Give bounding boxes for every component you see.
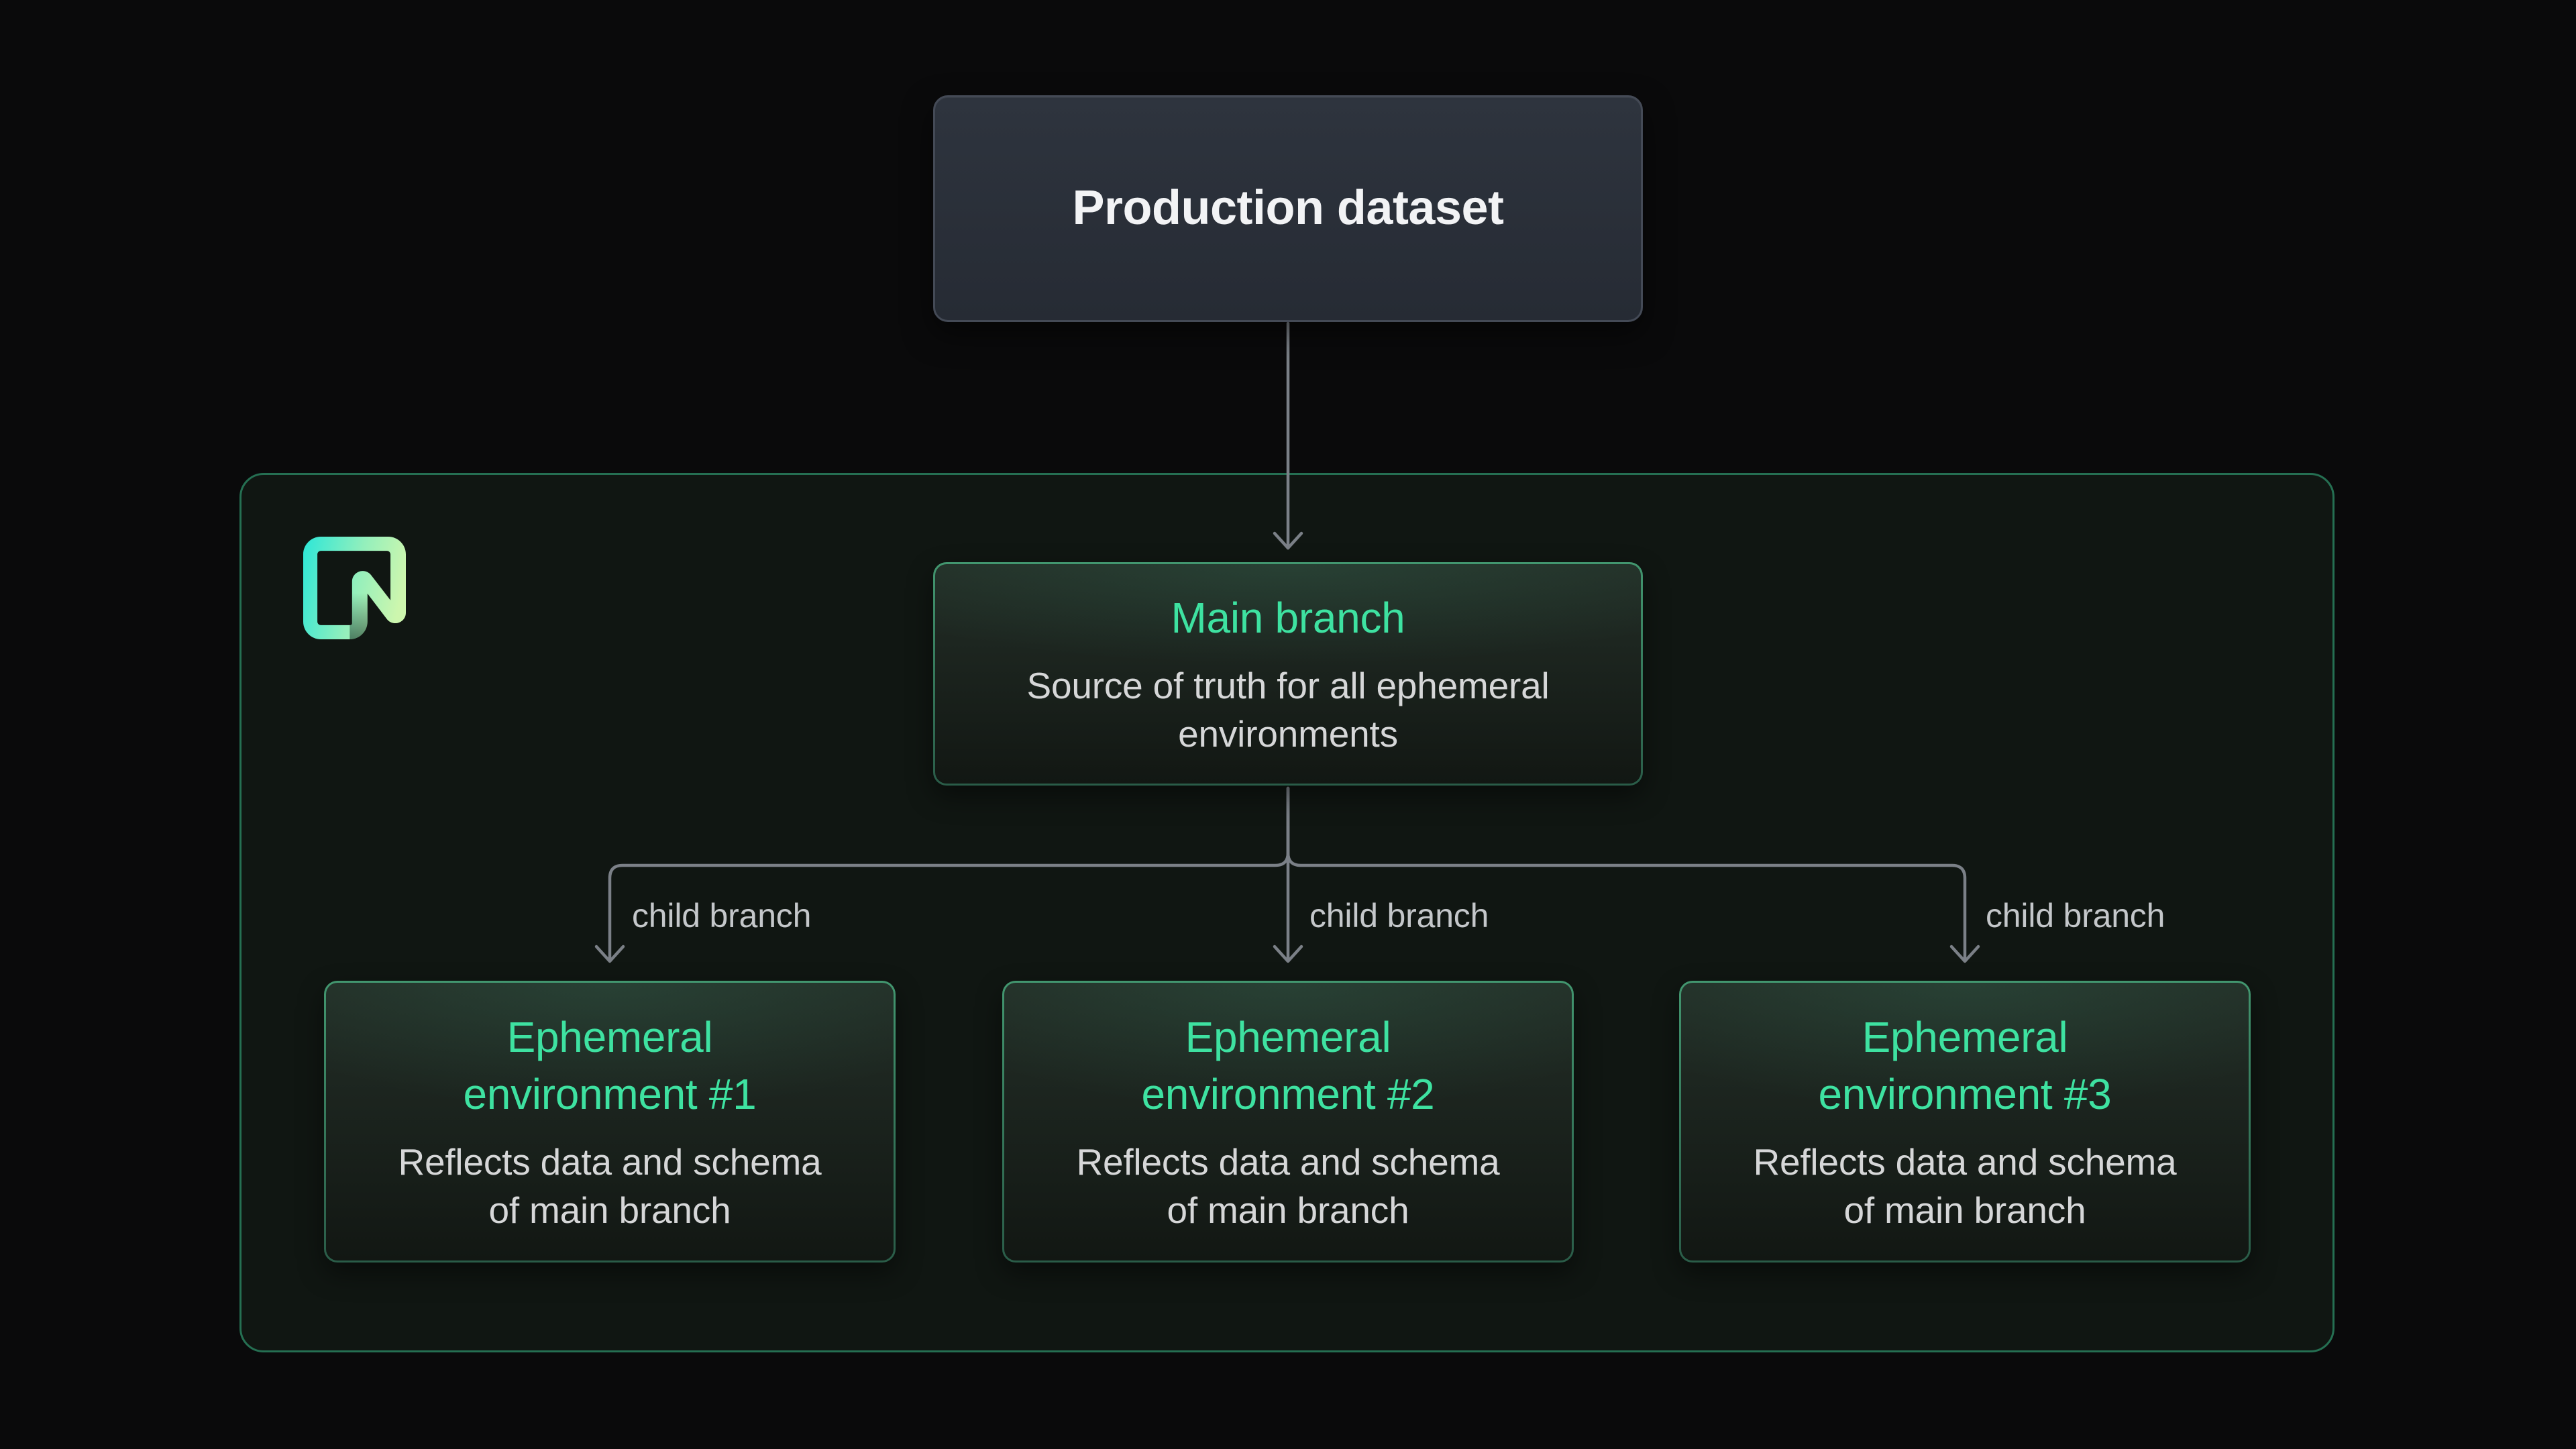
node-ephemeral-environment-2: Ephemeral environment #2 Reflects data a… [1002,981,1574,1263]
ephemeral-environment-3-title: Ephemeral environment #3 [1818,1013,2112,1118]
edge-label-child-branch-1: child branch [632,897,812,934]
edge-label-child-branch-2: child branch [1309,897,1489,934]
edge-label-child-branch-3: child branch [1986,897,2165,934]
neon-logo-icon [303,537,406,639]
node-production-dataset: Production dataset [933,95,1643,322]
main-branch-description: Source of truth for all ephemeral enviro… [1026,665,1550,755]
node-ephemeral-environment-1: Ephemeral environment #1 Reflects data a… [324,981,896,1263]
node-ephemeral-environment-3: Ephemeral environment #3 Reflects data a… [1679,981,2251,1263]
node-main-branch: Main branch Source of truth for all ephe… [933,562,1643,786]
ephemeral-environment-2-description: Reflects data and schema of main branch [1076,1141,1500,1231]
main-branch-title: Main branch [1171,594,1405,642]
ephemeral-environment-1-title: Ephemeral environment #1 [463,1013,757,1118]
ephemeral-environment-2-title: Ephemeral environment #2 [1141,1013,1435,1118]
ephemeral-environment-1-description: Reflects data and schema of main branch [398,1141,822,1231]
ephemeral-environment-3-description: Reflects data and schema of main branch [1753,1141,2177,1231]
production-dataset-title: Production dataset [1072,181,1504,235]
